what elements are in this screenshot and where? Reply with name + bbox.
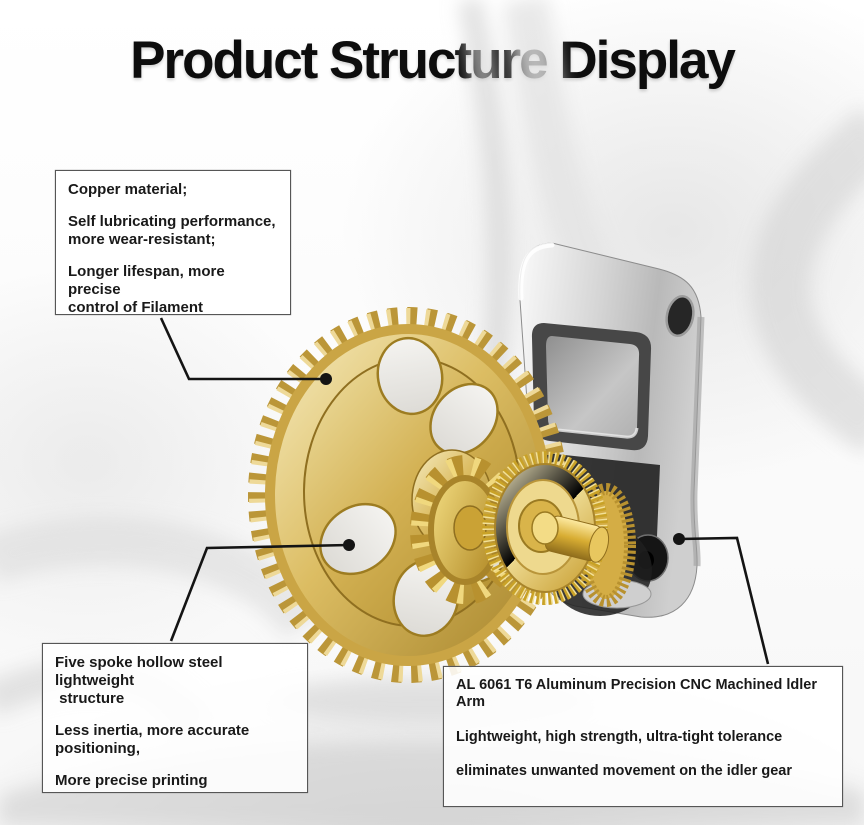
gold-shaft [544, 515, 610, 563]
knurled-idler-gear [482, 451, 610, 605]
callout-spoke-line-3: More precise printing [55, 772, 208, 789]
shaft-base [531, 511, 559, 545]
connector-spoke [169, 543, 350, 642]
callout-arm-line-2: Lightweight, high strength, ultra-tight … [456, 728, 783, 745]
arm-top-hole [665, 295, 695, 337]
callout-spoke-line-1: Five spoke hollow steel lightweight stru… [55, 654, 223, 707]
callout-spoke-line-2: Less inertia, more accurate positioning, [55, 722, 250, 757]
dot-arm [673, 533, 685, 545]
callout-connectors [159, 317, 770, 665]
arm-window-inner [546, 336, 640, 438]
callout-idler-arm: AL 6061 T6 Aluminum Precision CNC Machin… [443, 666, 843, 807]
callout-arm-line-1: AL 6061 T6 Aluminum Precision CNC Machin… [456, 677, 817, 711]
callout-copper-line-2: Self lubricating performance, more wear-… [68, 213, 276, 248]
page-title: Product Structure Display [130, 31, 736, 90]
connector-arm [678, 536, 770, 665]
pinion-hub [453, 505, 487, 551]
idler-arm-right-shade [690, 316, 705, 567]
callout-arm-line-3: eliminates unwanted movement on the idle… [456, 763, 792, 780]
callout-five-spoke-structure: Five spoke hollow steel lightweight stru… [42, 643, 308, 793]
callout-copper-line-1: Copper material; [68, 181, 188, 198]
connector-copper [159, 317, 326, 381]
dot-copper [320, 373, 332, 385]
arm-window-glint [557, 427, 639, 439]
callout-dots [320, 373, 685, 551]
callout-copper-line-3: Longer lifespan, more precise control of… [68, 263, 225, 316]
idler-arm-edge-highlight [518, 242, 555, 301]
callout-copper-material: Copper material; Self lubricating perfor… [55, 170, 291, 316]
dot-spoke [343, 539, 355, 551]
